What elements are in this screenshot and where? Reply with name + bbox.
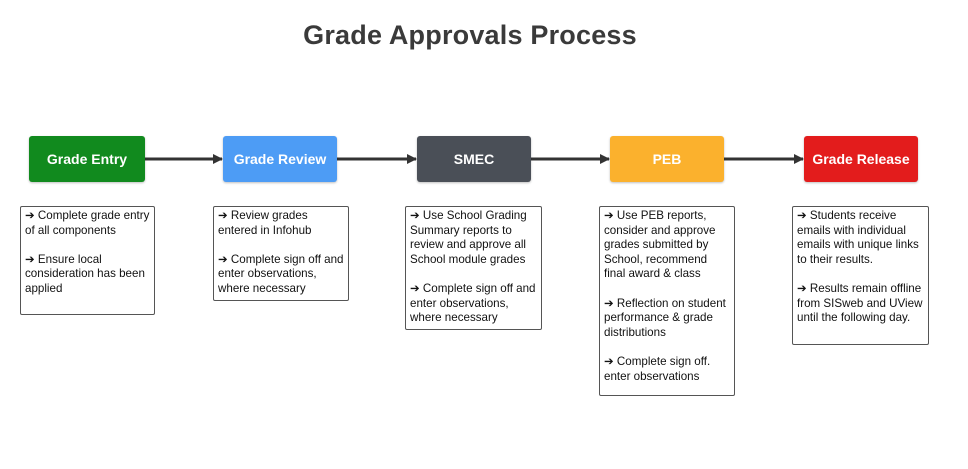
stage-label: Grade Entry (46, 151, 128, 167)
note-box-smec: ➔ Use School Grading Summary reports to … (405, 206, 542, 330)
note-box-grade-release: ➔ Students receive emails with individua… (792, 206, 929, 345)
note-item: ➔ Complete sign off. enter observations (604, 354, 711, 383)
stage-grade-entry: Grade Entry (29, 136, 145, 182)
stage-label: Grade Release (812, 151, 910, 167)
note-box-grade-review: ➔ Review grades entered in Infohub ➔ Com… (213, 206, 349, 301)
note-item: ➔ Use School Grading Summary reports to … (410, 209, 527, 266)
note-item: ➔ Results remain offline from SISweb and… (797, 281, 923, 325)
note-item: ➔ Ensure local consideration has been ap… (25, 252, 145, 295)
note-item: ➔ Students receive emails with individua… (797, 209, 919, 266)
stage-peb: PEB (610, 136, 724, 182)
stage-smec: SMEC (417, 136, 531, 182)
note-box-grade-entry: ➔ Complete grade entry of all components… (20, 206, 155, 315)
note-item: ➔ Review grades entered in Infohub (218, 209, 312, 237)
note-item: ➔ Complete grade entry of all components (25, 209, 150, 237)
diagram-title: Grade Approvals Process (303, 20, 637, 50)
note-item: ➔ Use PEB reports, consider and approve … (604, 209, 716, 281)
note-item: ➔ Reflection on student performance & gr… (604, 296, 726, 339)
stage-label: Grade Review (233, 151, 327, 167)
note-item: ➔ Complete sign off and enter observatio… (218, 252, 344, 295)
stage-label: PEB (652, 151, 682, 167)
note-box-peb: ➔ Use PEB reports, consider and approve … (599, 206, 735, 396)
stage-grade-review: Grade Review (223, 136, 337, 182)
stage-label: SMEC (453, 151, 495, 167)
stage-grade-release: Grade Release (804, 136, 918, 182)
note-item: ➔ Complete sign off and enter observatio… (410, 281, 536, 325)
